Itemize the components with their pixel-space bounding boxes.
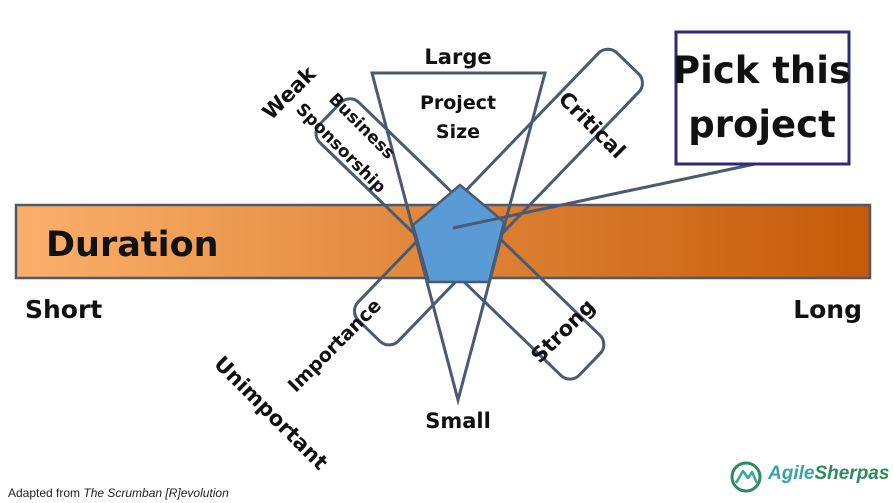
- importance-critical-label: Critical: [554, 87, 630, 163]
- agile-sherpas-logo-icon: [730, 461, 762, 493]
- duration-short-label: Short: [25, 295, 102, 324]
- importance-label: Importance: [284, 295, 386, 397]
- attribution-footer: Adapted from The Scrumban [R]evolution: [8, 486, 229, 500]
- callout-line1: Pick this: [673, 49, 851, 92]
- callout-pointer: [452, 162, 756, 230]
- callout-line2: project: [688, 103, 836, 146]
- importance-shape: [352, 47, 644, 347]
- callout-box: [674, 30, 851, 166]
- project-size-line2: Size: [436, 121, 480, 143]
- sponsorship-strong-label: Strong: [526, 294, 599, 367]
- footer-source: The Scrumban [R]evolution: [83, 486, 229, 500]
- project-size-line1: Project: [420, 92, 496, 114]
- size-small-label: Small: [425, 409, 491, 433]
- agile-sherpas-logo-text: AgileSherpas: [768, 463, 889, 485]
- logo-part2: Sherpas: [814, 463, 890, 484]
- duration-long-label: Long: [793, 295, 862, 324]
- size-large-label: Large: [424, 45, 491, 69]
- duration-label: Duration: [46, 225, 219, 265]
- footer-prefix: Adapted from: [8, 486, 84, 500]
- logo-part1: Agile: [768, 463, 815, 484]
- intersection-pentagon: [411, 183, 506, 284]
